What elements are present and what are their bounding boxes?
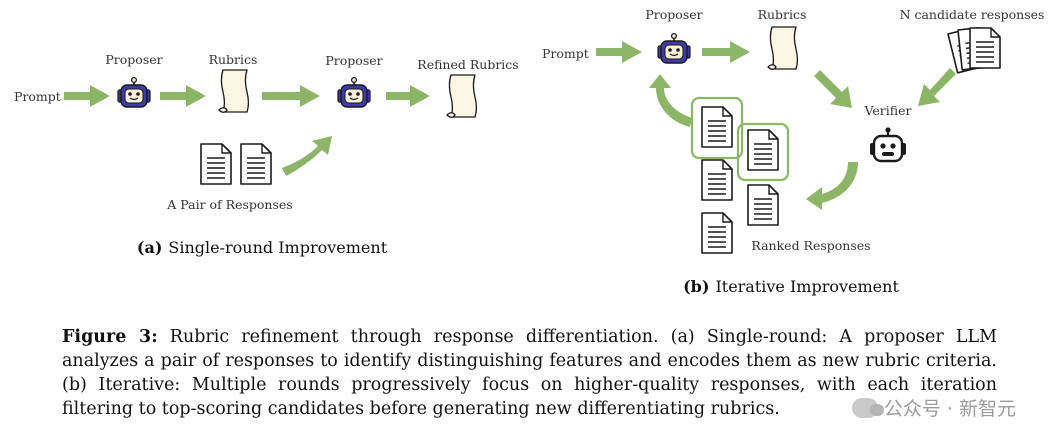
ranked-doc-icon-2 bbox=[747, 129, 779, 171]
response-doc-icon-2 bbox=[240, 143, 272, 185]
refined-rubrics-label: Refined Rubrics bbox=[417, 57, 518, 72]
arrow-a1 bbox=[64, 85, 110, 107]
wechat-icon bbox=[851, 397, 884, 418]
figure-caption: Figure 3: Rubric refinement through resp… bbox=[62, 325, 997, 421]
ranked-doc-icon-3 bbox=[701, 159, 733, 201]
proposer-robot-icon-b bbox=[657, 32, 691, 64]
caption-line-2: analyzes a pair of responses to identify… bbox=[62, 351, 997, 371]
rubrics-label-b: Rubrics bbox=[758, 7, 807, 22]
rubrics-scroll-icon-a bbox=[218, 69, 250, 113]
ranked-responses bbox=[690, 96, 790, 254]
arrow-candidates-to-verifier bbox=[918, 68, 956, 106]
ranked-doc-icon-4 bbox=[747, 184, 779, 226]
proposer-label-a1: Proposer bbox=[105, 52, 162, 67]
proposer-robot-icon-a2 bbox=[337, 76, 371, 108]
panel-b: Prompt Proposer Rubrics N candidate resp… bbox=[542, 7, 1044, 296]
top-response-highlight bbox=[690, 96, 744, 160]
arrow-a2 bbox=[160, 85, 206, 107]
proposer-label-b: Proposer bbox=[645, 7, 702, 22]
caption-line-4: filtering to top-scoring candidates befo… bbox=[62, 399, 780, 419]
second-response-highlight bbox=[736, 122, 790, 182]
verifier-robot-icon bbox=[868, 126, 908, 163]
ranked-responses-label: Ranked Responses bbox=[751, 238, 870, 253]
caption-line-3: (b) Iterative: Multiple rounds progressi… bbox=[62, 375, 997, 395]
rubrics-label-a: Rubrics bbox=[209, 52, 258, 67]
subcaption-b: (b)Iterative Improvement bbox=[683, 277, 899, 296]
proposer-robot-icon-a1 bbox=[117, 76, 151, 108]
candidates-label: N candidate responses bbox=[900, 7, 1045, 22]
figure-diagram: Prompt Proposer Rubrics Proposer Refined… bbox=[14, 7, 1044, 296]
response-doc-icon-1 bbox=[200, 143, 232, 185]
watermark-text: 公众号 · 新智元 bbox=[883, 398, 1016, 420]
candidate-docs-stack bbox=[947, 25, 1001, 74]
proposer-label-a2: Proposer bbox=[325, 53, 382, 68]
curved-arrow-loop-to-proposer bbox=[649, 74, 692, 127]
rubrics-scroll-icon-b bbox=[767, 26, 799, 70]
ranked-doc-icon-1 bbox=[701, 106, 733, 148]
caption-line-1: Rubric refinement through response diffe… bbox=[169, 327, 997, 347]
prompt-label-b: Prompt bbox=[542, 46, 589, 61]
panel-a: Prompt Proposer Rubrics Proposer Refined… bbox=[14, 52, 519, 257]
arrow-a3 bbox=[262, 85, 320, 107]
ranked-doc-icon-5 bbox=[701, 212, 733, 254]
pair-of-responses-label: A Pair of Responses bbox=[166, 197, 292, 212]
subcaption-a: (a)Single-round Improvement bbox=[137, 238, 388, 257]
refined-rubrics-scroll-icon bbox=[446, 74, 478, 118]
prompt-label-a: Prompt bbox=[14, 89, 61, 104]
arrow-b2 bbox=[702, 41, 750, 63]
arrow-a4 bbox=[386, 85, 430, 107]
curved-arrow-a bbox=[282, 136, 332, 176]
arrow-b1 bbox=[596, 41, 642, 63]
caption-label: Figure 3: bbox=[62, 327, 158, 347]
arrow-rubrics-to-verifier bbox=[814, 70, 852, 108]
verifier-label: Verifier bbox=[864, 103, 912, 118]
watermark: 公众号 · 新智元 bbox=[851, 394, 1016, 421]
curved-arrow-verifier-to-ranked bbox=[806, 162, 858, 210]
